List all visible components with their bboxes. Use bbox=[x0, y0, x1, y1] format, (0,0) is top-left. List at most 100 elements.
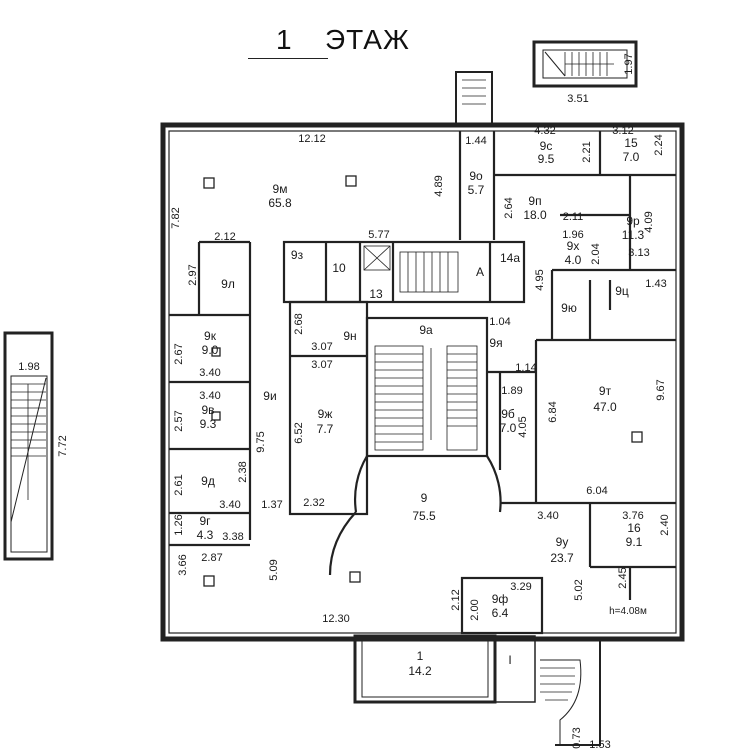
room-9ts: 9ц bbox=[615, 284, 629, 298]
room-10: 10 bbox=[332, 261, 346, 275]
room-9m: 9м 65.8 bbox=[268, 182, 292, 210]
svg-text:65.8: 65.8 bbox=[268, 196, 292, 210]
dim-label: 5.02 bbox=[573, 579, 585, 600]
dim-label: 3.66 bbox=[177, 554, 189, 575]
svg-text:9к: 9к bbox=[204, 329, 217, 343]
dim-label: 2.12 bbox=[450, 589, 462, 610]
room-13: 13 bbox=[369, 287, 383, 301]
columns bbox=[203, 175, 643, 587]
svg-text:9ж: 9ж bbox=[318, 407, 333, 421]
dim-label: 4.95 bbox=[534, 269, 546, 290]
room-labels: 9м 65.8 9с 9.5 15 7.0 9о 5.7 9п 18.0 9р … bbox=[197, 136, 645, 678]
room-9t: 9т 47.0 bbox=[593, 384, 617, 414]
svg-text:9с: 9с bbox=[540, 139, 553, 153]
dim-label: 1.37 bbox=[261, 499, 282, 511]
core-stair bbox=[363, 245, 459, 293]
floor-title: 1 ЭТАЖ bbox=[240, 18, 440, 59]
room-9d: 9д bbox=[201, 474, 215, 488]
dim-label: 9.67 bbox=[655, 379, 667, 400]
dim-label: 2.32 bbox=[303, 497, 324, 509]
svg-text:9т: 9т bbox=[599, 384, 612, 398]
dim-label: 3.40 bbox=[537, 510, 558, 522]
room-9a: 9а bbox=[419, 323, 433, 337]
dim-label: 3.13 bbox=[628, 247, 649, 259]
svg-text:9.0: 9.0 bbox=[202, 343, 219, 357]
bottom-entrance bbox=[353, 634, 601, 746]
room-9yu: 9ю bbox=[561, 301, 577, 315]
svg-text:9.3: 9.3 bbox=[200, 417, 217, 431]
dim-label: 5.09 bbox=[268, 559, 280, 580]
room-9zh: 9ж 7.7 bbox=[317, 407, 334, 436]
dim-label: 4.05 bbox=[517, 416, 529, 437]
central-stair bbox=[374, 345, 478, 451]
dim-label: 3.76 bbox=[622, 510, 643, 522]
svg-text:9.1: 9.1 bbox=[626, 535, 643, 549]
svg-text:9г: 9г bbox=[199, 514, 211, 528]
room-9k: 9к 9.0 bbox=[202, 329, 219, 357]
dim-label: 4.09 bbox=[643, 211, 655, 232]
dim-label: 3.07 bbox=[311, 341, 332, 353]
dim-label: 2.38 bbox=[237, 461, 249, 482]
dim-label: 1.98 bbox=[18, 361, 39, 373]
dim-label: 2.61 bbox=[173, 474, 185, 495]
dimension-labels: 1.97 3.51 12.12 1.44 4.32 3.12 2.24 2.21… bbox=[18, 53, 671, 750]
svg-text:11.3: 11.3 bbox=[622, 228, 645, 242]
svg-text:14.2: 14.2 bbox=[408, 664, 432, 678]
room-9: 9 75.5 bbox=[412, 491, 436, 523]
room-9v: 9в 9.3 bbox=[200, 403, 217, 431]
dim-label: 2.00 bbox=[469, 599, 481, 620]
svg-text:75.5: 75.5 bbox=[412, 509, 436, 523]
dim-label: 3.29 bbox=[510, 581, 531, 593]
dim-label: 1.14 bbox=[515, 362, 536, 374]
room-9s: 9с 9.5 bbox=[538, 139, 555, 166]
dim-label: 1.44 bbox=[465, 135, 486, 147]
room-14a: 14а bbox=[500, 251, 520, 265]
dim-label: 2.40 bbox=[659, 514, 671, 535]
dim-label: 2.24 bbox=[653, 134, 665, 155]
dim-label: 4.89 bbox=[433, 175, 445, 196]
dim-label: 2.57 bbox=[173, 410, 185, 431]
dim-label: 6.04 bbox=[586, 485, 607, 497]
room-i: I bbox=[508, 653, 511, 667]
dim-label: 3.07 bbox=[311, 359, 332, 371]
room-15: 15 7.0 bbox=[623, 136, 640, 164]
dim-label: 7.82 bbox=[170, 207, 182, 228]
svg-text:4.3: 4.3 bbox=[197, 528, 214, 542]
svg-text:4.0: 4.0 bbox=[565, 253, 582, 267]
svg-text:9в: 9в bbox=[201, 403, 214, 417]
dim-label: 3.12 bbox=[612, 125, 633, 137]
interior-walls bbox=[169, 131, 676, 635]
dim-label: 6.84 bbox=[547, 401, 559, 422]
svg-text:16: 16 bbox=[627, 521, 641, 535]
svg-text:9ф: 9ф bbox=[492, 592, 509, 606]
floor-number-underline bbox=[248, 58, 328, 59]
dim-label: 3.38 bbox=[222, 531, 243, 543]
svg-text:9у: 9у bbox=[556, 535, 569, 549]
dim-label: 1.89 bbox=[501, 385, 522, 397]
svg-text:18.0: 18.0 bbox=[523, 208, 547, 222]
room-16: 16 9.1 bbox=[626, 521, 643, 549]
rotunda-wall bbox=[328, 455, 502, 576]
floor-word: ЭТАЖ bbox=[325, 24, 410, 55]
dim-label: 2.12 bbox=[214, 231, 235, 243]
room-9kh: 9х 4.0 bbox=[565, 239, 582, 267]
svg-text:6.4: 6.4 bbox=[492, 606, 509, 620]
room-9o: 9о 5.7 bbox=[468, 169, 485, 197]
room-9z: 9з bbox=[291, 248, 304, 262]
room-a: А bbox=[476, 265, 484, 279]
svg-text:5.7: 5.7 bbox=[468, 183, 485, 197]
annex-stair-top bbox=[532, 40, 638, 88]
dim-label: 3.51 bbox=[567, 93, 588, 105]
dim-label: 5.77 bbox=[368, 229, 389, 241]
dim-label: 2.45 bbox=[617, 567, 629, 588]
room-9g: 9г 4.3 bbox=[197, 514, 214, 542]
svg-text:9х: 9х bbox=[567, 239, 580, 253]
top-entrance bbox=[455, 71, 493, 127]
room-9u: 9у 23.7 bbox=[550, 535, 574, 565]
svg-text:9о: 9о bbox=[469, 169, 483, 183]
dim-label: 2.67 bbox=[173, 343, 185, 364]
room-9f: 9ф 6.4 bbox=[492, 592, 509, 620]
room-9r: 9р 11.3 bbox=[622, 214, 645, 242]
dim-label: 4.32 bbox=[534, 125, 555, 137]
